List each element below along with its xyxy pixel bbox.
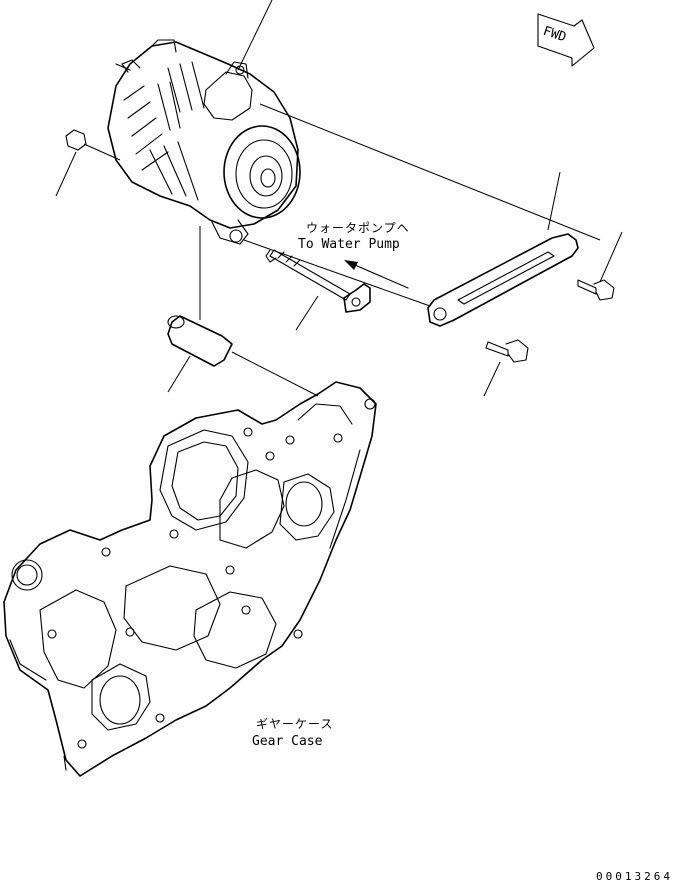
fwd-arrow-icon: FWD xyxy=(537,13,595,67)
adjusting-brace xyxy=(427,233,579,327)
water-pump-arrow-icon xyxy=(344,260,409,289)
gear-case xyxy=(3,381,377,777)
water-pump-label-en: To Water Pump xyxy=(298,237,400,252)
alternator xyxy=(107,39,301,245)
gear-case-label-jp: ギヤーケース xyxy=(256,717,333,731)
brace-bolt-upper xyxy=(577,279,615,301)
drawing-id: 00013264 xyxy=(596,870,673,883)
water-pump-bracket xyxy=(343,283,371,313)
gear-case-label-en: Gear Case xyxy=(252,734,323,749)
leader-lines xyxy=(55,0,623,397)
fwd-label: FWD xyxy=(541,24,568,46)
through-bolt xyxy=(265,249,351,301)
water-pump-label-jp: ウォータポンプヘ xyxy=(306,221,410,235)
axis-line xyxy=(259,103,601,241)
flange-nut xyxy=(65,129,121,161)
spacer-sleeve xyxy=(167,315,319,397)
brace-bolt-lower xyxy=(485,339,529,363)
